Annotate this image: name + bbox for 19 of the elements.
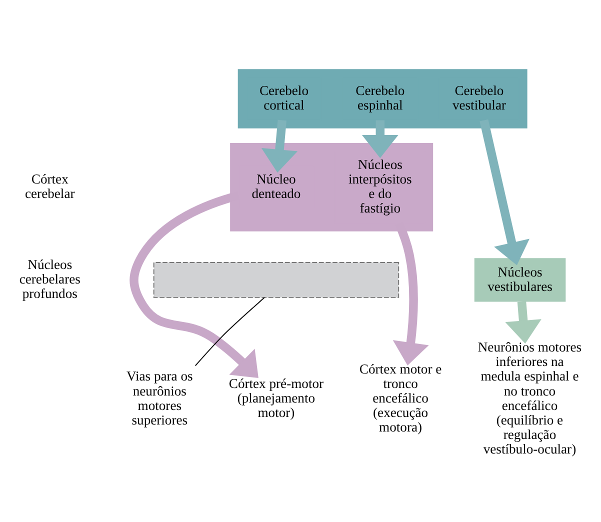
node-box: Núcleos vestibulares [474,258,566,302]
arrow [130,190,258,378]
label: Córtex cerebelar [25,171,75,201]
cluster [230,142,434,231]
node-text: Neurônios motores inferiores na medula espinhal e no tronco encefálico (equilíbrio e regulação vestíbulo-ocular) [478,339,582,456]
node-text: Córtex pré-motor (planejamento motor) [228,375,324,420]
node-text: Cerebelo cortical [259,82,308,112]
label: Núcleos cerebelares profundos [19,256,80,301]
node-text: Córtex motor e tronco encefálico (execução motora) [359,360,442,434]
node-text: Núcleos interpósitos e do fastígio [348,156,412,216]
cluster [238,68,528,128]
node-text: Cerebelo vestibular [452,82,506,112]
arrow [362,120,398,158]
node-text: Vias para os neurônios motores superiores [126,368,193,427]
node-box [153,261,400,298]
node-text: Núcleo denteado [252,171,301,201]
connector [194,296,265,366]
arrow [505,300,542,344]
node-text: Cerebelo espinhal [356,82,405,112]
